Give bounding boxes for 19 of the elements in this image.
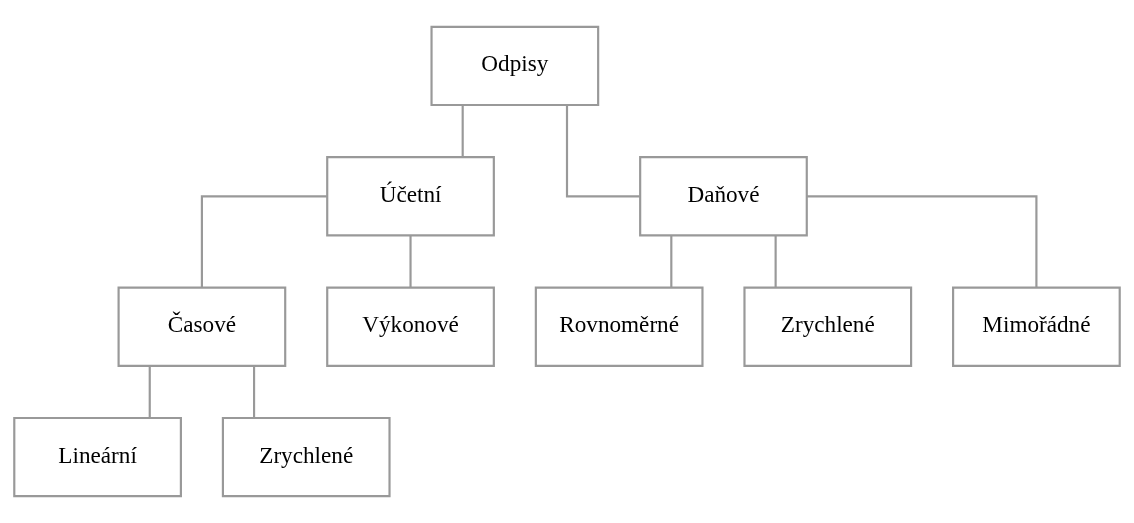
connector	[806, 195, 1038, 288]
node-box: Účetní	[326, 156, 495, 237]
node-box: Rovnoměrné	[534, 286, 704, 367]
node-box: Zrychlené	[743, 286, 913, 367]
connector	[200, 195, 327, 288]
connector	[565, 105, 640, 198]
connector	[148, 365, 151, 418]
node-box: Daňové	[639, 156, 808, 237]
node-box: Odpisy	[430, 25, 600, 107]
node-box: Zrychlené	[221, 416, 391, 498]
connector	[409, 235, 412, 288]
connector	[252, 365, 256, 418]
node-box: Časové	[117, 286, 287, 367]
connector	[461, 105, 464, 157]
node-box: Lineární	[13, 416, 182, 498]
connector	[774, 235, 777, 288]
connector	[670, 235, 673, 288]
node-box: Výkonové	[326, 286, 495, 367]
node-box: Mimořádné	[952, 286, 1121, 367]
